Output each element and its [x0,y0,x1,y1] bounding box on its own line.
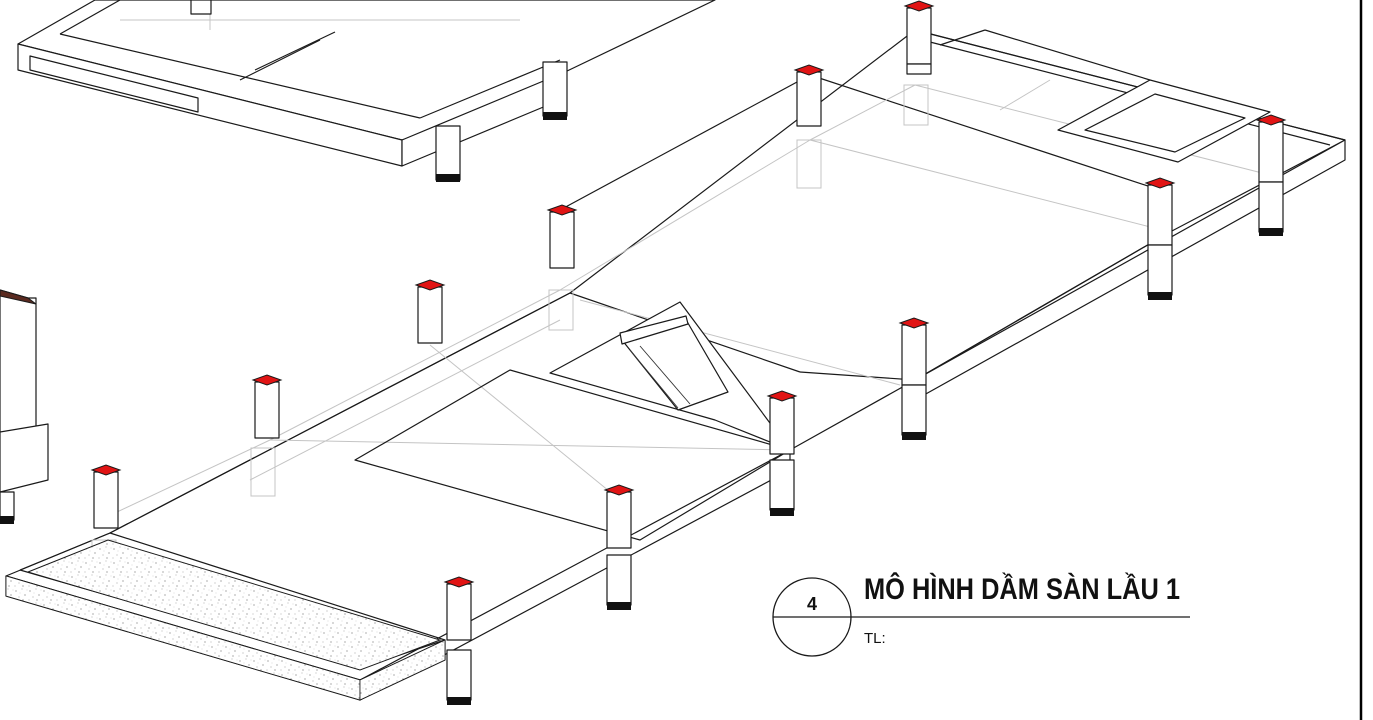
column-c06 [414,279,446,344]
scale-label: TL: [864,630,886,647]
column-c10 [90,464,122,529]
column-c07 [898,317,930,440]
drawing-number: 4 [807,594,817,614]
column-c08 [251,374,283,439]
column-c12 [443,576,475,705]
upper-left-slab [17,0,716,182]
column-c02 [793,64,825,127]
title-block: 4 MÔ HÌNH DẦM SÀN LẦU 1 TL: [772,572,1190,657]
column-c04 [1144,177,1176,300]
column-c11 [603,484,635,610]
drawing-title: MÔ HÌNH DẦM SÀN LẦU 1 [864,572,1180,606]
column-c05 [546,204,578,269]
column-c01 [903,0,935,75]
column-c03 [1255,114,1287,236]
column-c09 [766,390,798,516]
left-edge-element [0,289,49,524]
